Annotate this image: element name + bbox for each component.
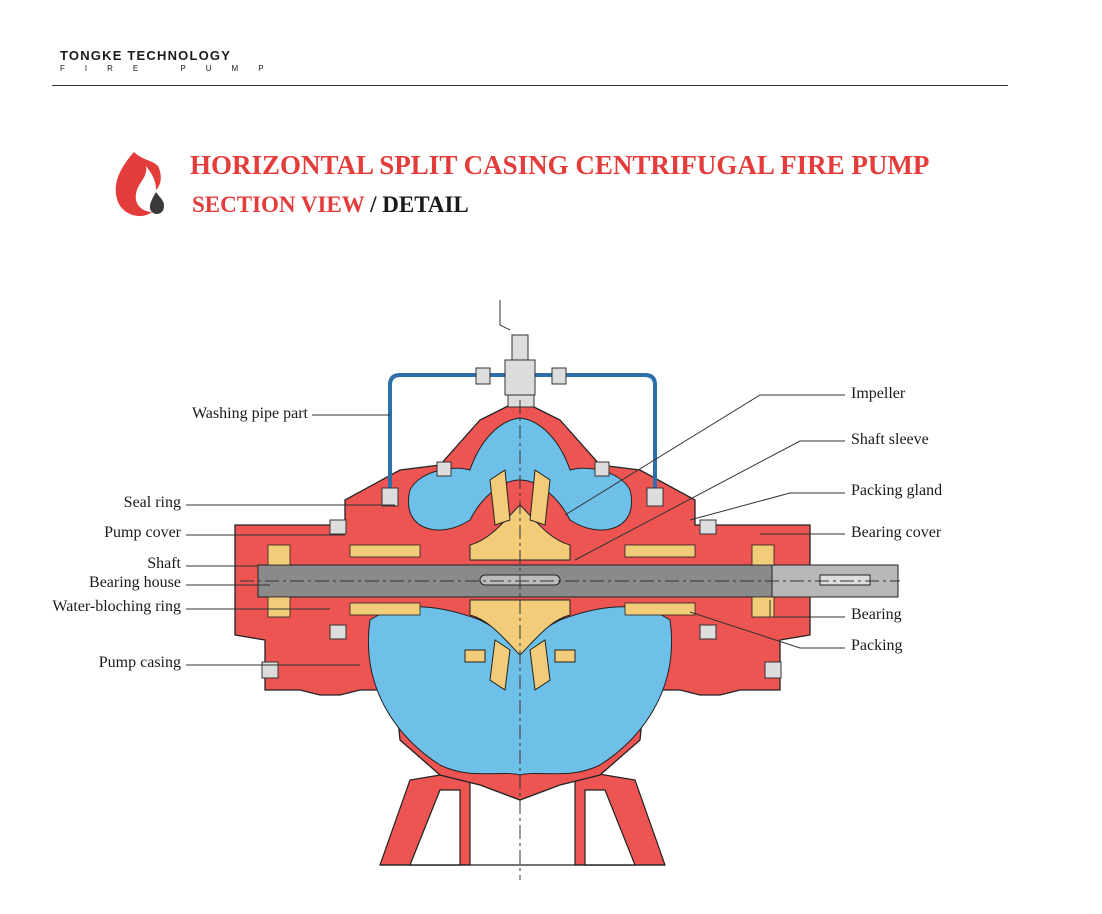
label-seal-ring: Seal ring (123, 494, 181, 511)
bolts (261, 461, 782, 679)
leader-lines (186, 394, 845, 666)
brand-subtitle: FIRE PUMP (60, 64, 284, 73)
label-bearing: Bearing (851, 606, 902, 623)
label-water-bloching-ring: Water-bloching ring (52, 598, 181, 615)
label-shaft: Shaft (147, 555, 181, 572)
label-shaft-sleeve: Shaft sleeve (851, 431, 929, 448)
packing-rings (349, 544, 696, 616)
label-bearing-cover: Bearing cover (851, 524, 942, 541)
water-passages (368, 417, 672, 776)
subtitle-detail: DETAIL (382, 192, 469, 217)
bearings (267, 544, 775, 618)
center-lines (240, 400, 900, 880)
label-packing-gland: Packing gland (851, 482, 943, 499)
washing-pipe (388, 373, 657, 505)
subtitle-section-view: SECTION VIEW (192, 192, 365, 217)
brand-block: TONGKE TECHNOLOGY FIRE PUMP (60, 48, 284, 73)
label-packing: Packing (851, 637, 903, 654)
label-impeller: Impeller (851, 385, 906, 402)
flame-logo-icon (115, 152, 164, 217)
header-divider (52, 85, 1008, 86)
page-title: HORIZONTAL SPLIT CASING CENTRIFUGAL FIRE… (190, 150, 930, 180)
label-pump-cover: Pump cover (104, 524, 181, 541)
label-bearing-house: Bearing house (89, 574, 181, 591)
page-subtitle: SECTION VIEW / DETAIL (192, 192, 469, 218)
label-pump-casing: Pump casing (98, 654, 181, 671)
pump-base (379, 769, 666, 866)
washing-pipe-valve (381, 300, 664, 507)
brand-name: TONGKE TECHNOLOGY (60, 48, 232, 63)
subtitle-separator: / (364, 192, 383, 217)
label-washing-pipe: Washing pipe part (191, 405, 308, 422)
